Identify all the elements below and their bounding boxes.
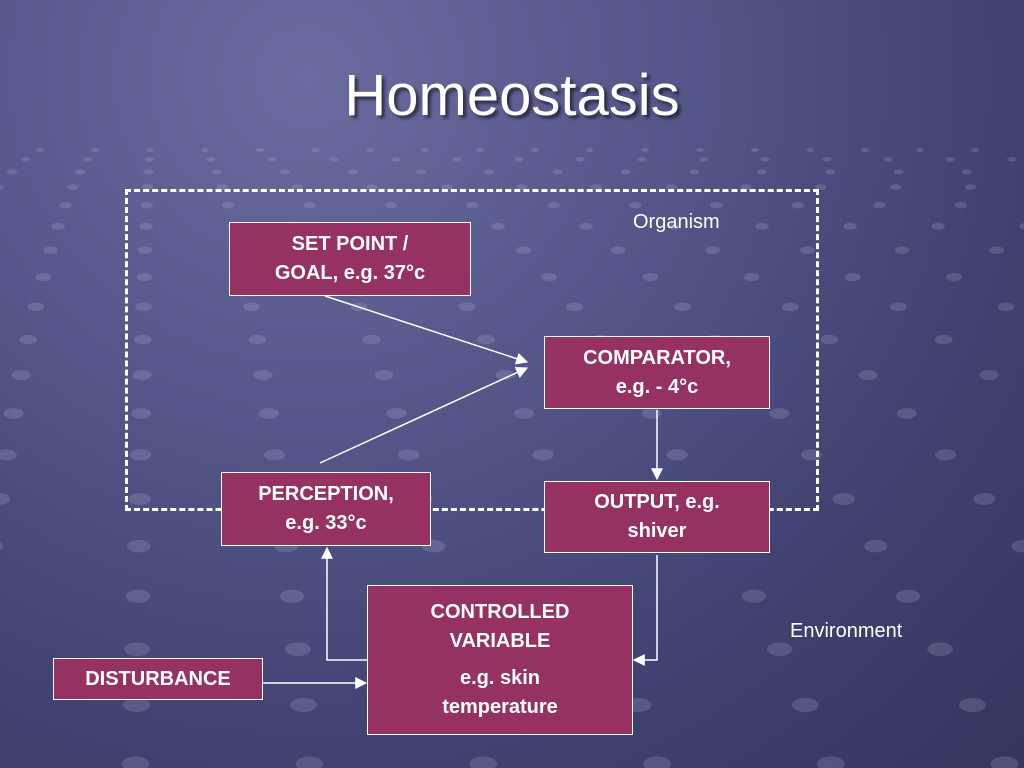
set-point-line1: SET POINT /: [291, 233, 409, 255]
disturbance-box: DISTURBANCE: [53, 658, 263, 700]
output-line2: shiver: [627, 520, 687, 542]
set-point-box: SET POINT / GOAL, e.g. 37°c: [229, 222, 471, 296]
controlled-variable-line2: VARIABLE: [449, 630, 551, 652]
slide-title: Homeostasis: [344, 63, 680, 128]
organism-label: Organism: [633, 211, 720, 233]
controlled-variable-line4: temperature: [442, 696, 558, 718]
disturbance-line1: DISTURBANCE: [85, 667, 231, 690]
organism-boundary: [125, 189, 819, 511]
perception-line2: e.g. 33°c: [285, 512, 367, 534]
comparator-line2: e.g. - 4°c: [615, 375, 699, 398]
set-point-line2: GOAL, e.g. 37°c: [274, 262, 426, 284]
output-box: OUTPUT, e.g. shiver: [544, 481, 770, 553]
comparator-box: COMPARATOR, e.g. - 4°c: [544, 336, 770, 409]
perception-line1: PERCEPTION,: [258, 483, 394, 505]
controlled-variable-line3: e.g. skin: [459, 667, 541, 689]
comparator-line1: COMPARATOR,: [583, 346, 731, 369]
output-line1: OUTPUT, e.g.: [594, 491, 720, 513]
controlled-variable-line1: CONTROLLED: [430, 601, 570, 623]
perception-box: PERCEPTION, e.g. 33°c: [221, 472, 431, 546]
environment-label: Environment: [790, 620, 903, 642]
controlled-variable-box: CONTROLLED VARIABLE e.g. skin temperatur…: [367, 585, 633, 735]
